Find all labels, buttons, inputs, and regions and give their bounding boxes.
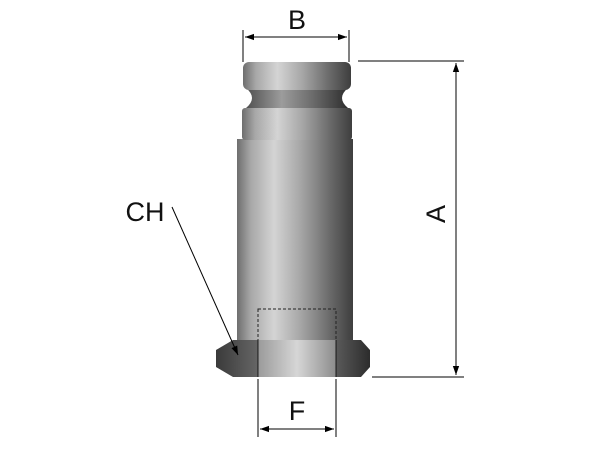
label-ch: CH: [126, 197, 165, 227]
label-b: B: [288, 5, 306, 35]
dimension-b: B: [242, 5, 350, 62]
main-cylinder: [237, 139, 353, 344]
hex-face-left: [216, 340, 258, 377]
leader-line-ch: [171, 206, 239, 356]
label-f: F: [289, 396, 306, 426]
fitting-body: [216, 62, 370, 377]
callout-ch: CH: [126, 197, 239, 356]
hex-face-middle: [258, 340, 336, 377]
top-cap: [243, 62, 351, 90]
label-a: A: [421, 205, 451, 223]
groove: [246, 88, 348, 108]
hex-face-right: [336, 340, 370, 377]
shoulder-ring: [242, 108, 352, 140]
dimension-f: F: [257, 379, 337, 437]
dimension-a: A: [358, 60, 464, 378]
